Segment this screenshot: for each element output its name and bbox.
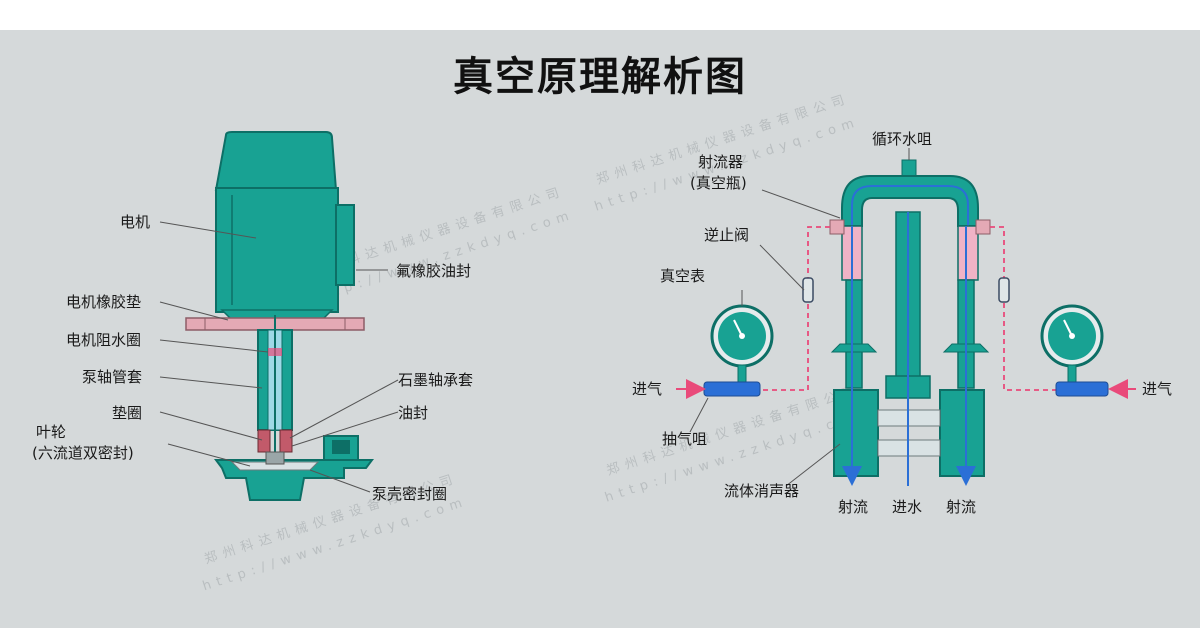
motor-cap	[214, 131, 338, 191]
vacuum-leaders	[689, 148, 910, 487]
label-motor-gasket: 电机橡胶垫	[66, 293, 141, 311]
label-air-in-left: 进气	[632, 380, 662, 398]
label-casing-seal: 泵壳密封圈	[372, 485, 447, 503]
label-graphite-bearing: 石墨轴承套	[398, 371, 473, 389]
label-muffler: 流体消声器	[724, 482, 799, 500]
vacuum-gauge-icon	[703, 304, 774, 397]
label-fluoro-seal: 氟橡胶油封	[396, 262, 471, 280]
vacuum-gauge-icon-right	[1040, 304, 1109, 397]
suction-nozzle-right	[1055, 381, 1109, 397]
label-jet-left: 射流	[838, 498, 868, 516]
label-check-valve: 逆止阀	[704, 226, 749, 244]
label-water-in: 进水	[892, 498, 922, 516]
pump-leaders	[159, 221, 399, 493]
pump-illustration	[185, 131, 374, 501]
label-oil-seal: 油封	[398, 404, 428, 422]
ejector-manifold	[841, 175, 979, 227]
terminal-box	[335, 204, 355, 286]
vacuum-illustration	[760, 159, 1056, 486]
motor-body	[215, 187, 339, 313]
check-valve-right	[998, 277, 1010, 303]
label-shaft-sleeve: 泵轴管套	[82, 368, 142, 386]
muffler-right	[939, 389, 985, 477]
label-motor-water-ring: 电机阻水圈	[66, 331, 141, 349]
label-circ-nozzle: 循环水咀	[872, 130, 932, 148]
label-washer: 垫圈	[112, 404, 142, 422]
label-suction-nozzle: 抽气咀	[662, 430, 707, 448]
muffler-left	[833, 389, 879, 477]
page-title: 真空原理解析图	[453, 54, 747, 100]
suction-nozzle-left	[703, 381, 761, 397]
label-ejector-sub: (真空瓶)	[690, 174, 747, 192]
label-air-in-right: 进气	[1142, 380, 1172, 398]
label-ejector: 射流器	[698, 153, 743, 171]
label-jet-right: 射流	[946, 498, 976, 516]
check-valve-left	[802, 277, 814, 303]
label-impeller-sub: (六流道双密封)	[32, 444, 134, 462]
label-impeller: 叶轮	[36, 423, 66, 441]
label-motor: 电机	[120, 213, 150, 231]
label-gauge: 真空表	[660, 267, 705, 285]
